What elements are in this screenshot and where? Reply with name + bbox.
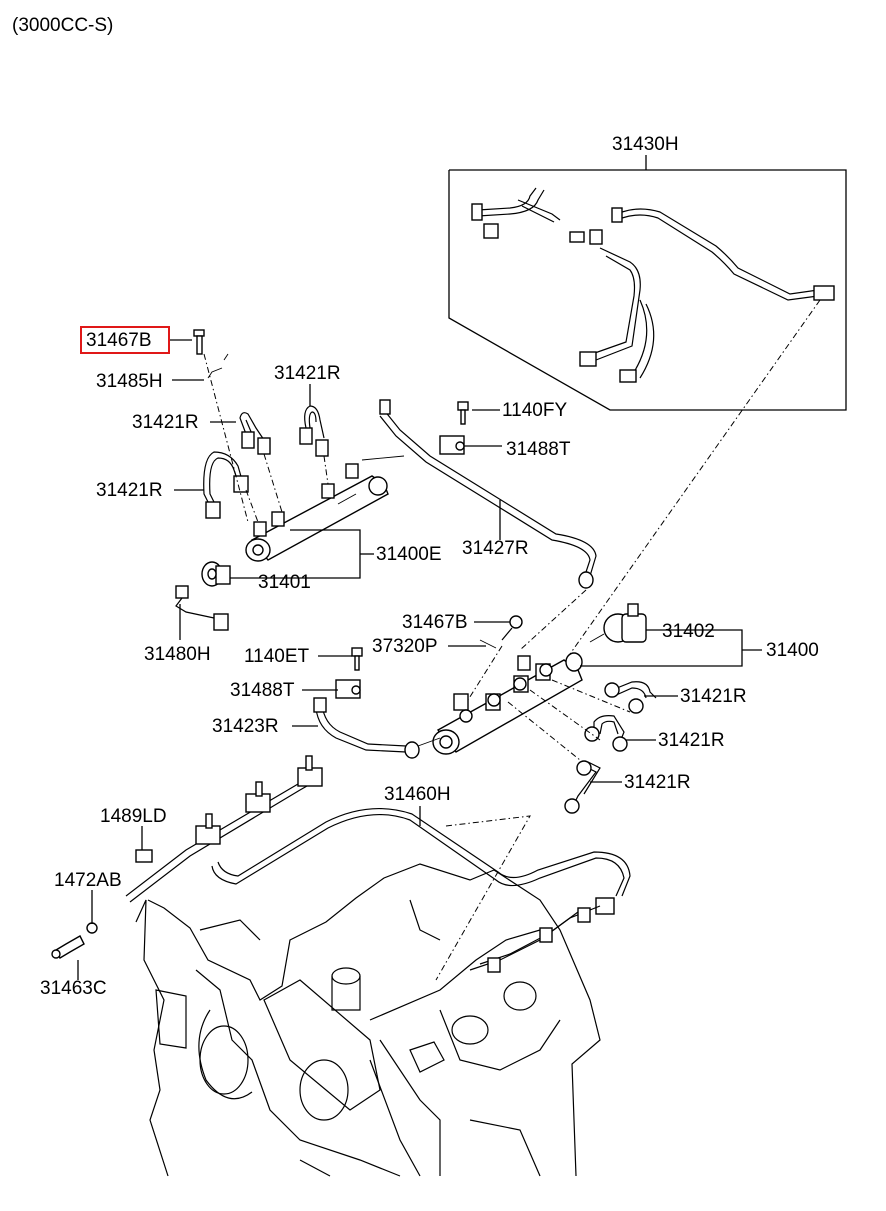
sensor-31401: [201, 561, 231, 587]
label-31421r-lower-2[interactable]: 31421R: [658, 730, 725, 751]
label-31421r-upper-right[interactable]: 31421R: [274, 363, 341, 384]
bracket-31488t-mid: [335, 647, 363, 699]
kit-31430h-pipes: [471, 187, 835, 383]
pipes-31421r-upper: [203, 353, 329, 523]
regulator-31402: [589, 603, 647, 643]
rail-31400: [432, 652, 583, 755]
label-31421r-upper-left[interactable]: 31421R: [132, 412, 199, 433]
label-31467b-mid[interactable]: 31467B: [402, 612, 468, 633]
pipes-31421r-lower: [507, 679, 657, 814]
label-31463c[interactable]: 31463C: [40, 978, 107, 999]
label-31480h[interactable]: 31480H: [144, 644, 211, 665]
label-37320p[interactable]: 37320P: [372, 636, 438, 657]
label-31423r[interactable]: 31423R: [212, 716, 279, 737]
bolt-31467b-top: [193, 329, 229, 379]
label-1472ab[interactable]: 1472AB: [54, 870, 122, 891]
highlight-box-31467b: [80, 326, 170, 354]
label-31401[interactable]: 31401: [258, 572, 311, 593]
rail-31400e: [245, 463, 389, 562]
label-31460h[interactable]: 31460H: [384, 784, 451, 805]
pipe-31423r: [313, 697, 441, 759]
pipe-31460h: [125, 755, 631, 981]
bracket-31488t-top: [439, 401, 469, 455]
label-1140et[interactable]: 1140ET: [244, 646, 310, 667]
label-31421r-lower-1[interactable]: 31421R: [680, 686, 747, 707]
kit-31430h-frame: [448, 155, 847, 411]
label-31485h[interactable]: 31485H: [96, 371, 163, 392]
label-1489ld[interactable]: 1489LD: [100, 806, 167, 827]
pipe-31427r: [361, 399, 597, 651]
label-31488t-top[interactable]: 31488T: [506, 439, 571, 460]
label-31430h[interactable]: 31430H: [612, 134, 679, 155]
leader-lines: [77, 339, 762, 980]
label-31402[interactable]: 31402: [662, 621, 715, 642]
label-31400[interactable]: 31400: [766, 640, 819, 661]
label-1140fy[interactable]: 1140FY: [502, 400, 568, 421]
header-engine-spec: (3000CC-S): [12, 15, 114, 36]
label-31427r[interactable]: 31427R: [462, 538, 529, 559]
label-31488t-mid[interactable]: 31488T: [230, 680, 295, 701]
label-31421r-side[interactable]: 31421R: [96, 480, 163, 501]
label-31467b-highlighted[interactable]: 31467B: [86, 330, 152, 351]
harness-31480h: [175, 585, 229, 631]
label-31421r-lower-3[interactable]: 31421R: [624, 772, 691, 793]
engine-block: [135, 863, 601, 1177]
fittings-lower-left: [51, 849, 153, 959]
label-31400e[interactable]: 31400E: [376, 544, 442, 565]
